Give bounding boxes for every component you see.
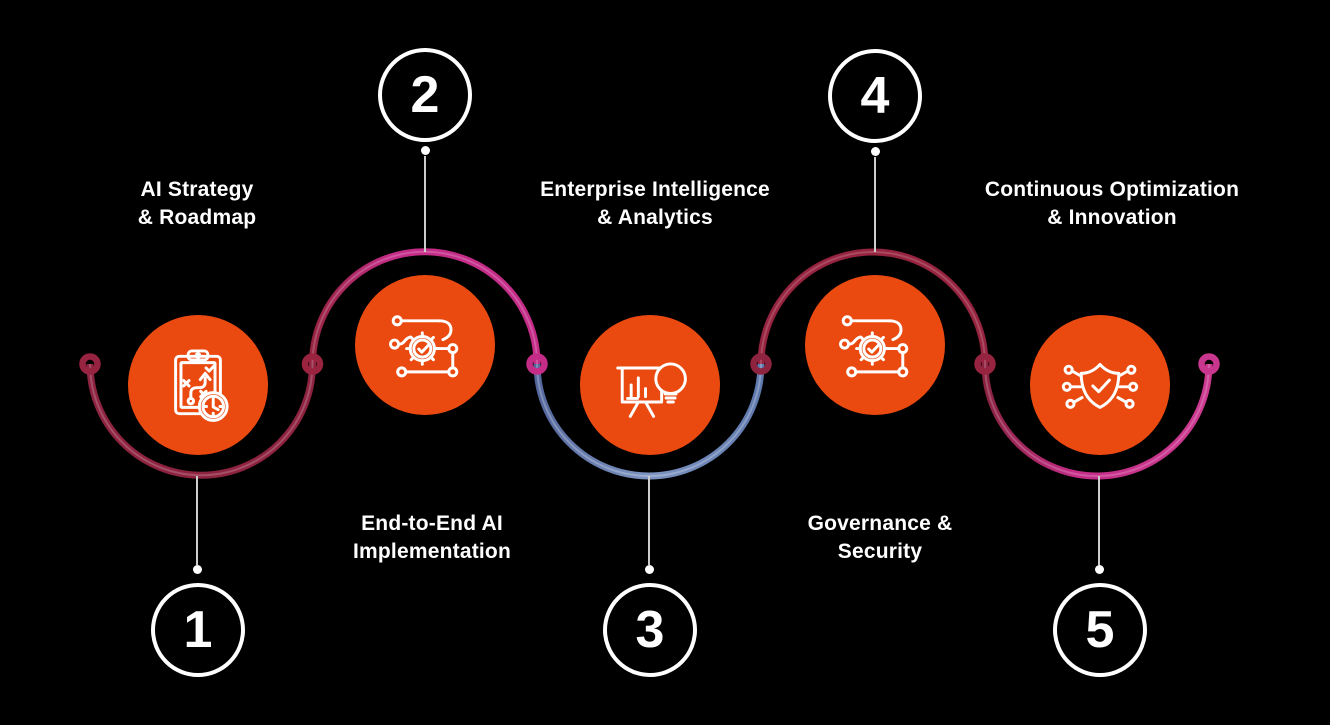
path-node-3-4 bbox=[750, 353, 772, 375]
step-2-number: 2 bbox=[410, 66, 440, 124]
arc-highlight-1 bbox=[89, 363, 314, 477]
step-2-icon-circle bbox=[355, 275, 495, 415]
step-3-connector-dot bbox=[645, 565, 654, 574]
shield-circuit-icon bbox=[1061, 362, 1139, 409]
step-3-label-line1: Enterprise Intelligence bbox=[540, 178, 770, 201]
arc-segment-5 bbox=[981, 363, 1213, 480]
process-gear-icon bbox=[839, 315, 909, 378]
step-3-number-circle: 3 bbox=[603, 583, 697, 677]
step-3-icon-circle bbox=[580, 315, 720, 455]
arc-highlight-4 bbox=[760, 251, 986, 365]
step-1-number: 1 bbox=[183, 601, 213, 659]
path-node-start bbox=[79, 353, 101, 375]
step-5-label: Continuous Optimization & Innovation bbox=[947, 176, 1277, 232]
arc-segment-1 bbox=[86, 363, 316, 479]
step-5-label-line2: & Innovation bbox=[1047, 206, 1177, 229]
step-2-label: End-to-End AI Implementation bbox=[267, 510, 597, 566]
arc-segment-4 bbox=[757, 248, 989, 365]
path-node-1-2 bbox=[301, 353, 324, 375]
step-5-connector-dot bbox=[1095, 565, 1104, 574]
step-1-icon-circle bbox=[128, 315, 268, 455]
step-4-connector-dot bbox=[871, 147, 880, 156]
step-5-connector-line bbox=[1098, 476, 1100, 565]
step-5-number-circle: 5 bbox=[1053, 583, 1147, 677]
step-1-connector-dot bbox=[193, 565, 202, 574]
step-5-icon-circle bbox=[1030, 315, 1170, 455]
step-1-label: AI Strategy & Roadmap bbox=[32, 176, 362, 232]
step-2-connector-dot bbox=[421, 146, 430, 155]
path-node-2-3 bbox=[526, 353, 548, 375]
step-1-label-line1: AI Strategy bbox=[140, 178, 254, 201]
step-5-number: 5 bbox=[1085, 601, 1115, 659]
step-4-label-line1: Governance & bbox=[807, 512, 953, 535]
step-4-number: 4 bbox=[860, 67, 890, 125]
step-3-number: 3 bbox=[635, 601, 665, 659]
step-4-icon-circle bbox=[805, 275, 945, 415]
step-2-label-line1: End-to-End AI bbox=[361, 512, 503, 535]
step-1-connector-line bbox=[196, 476, 198, 565]
step-4-connector-line bbox=[874, 157, 876, 252]
step-3-label: Enterprise Intelligence & Analytics bbox=[490, 176, 820, 232]
step-4-label-line2: Security bbox=[837, 540, 923, 563]
step-2-label-line2: Implementation bbox=[353, 540, 511, 563]
step-4-number-circle: 4 bbox=[828, 49, 922, 143]
path-node-4-5 bbox=[974, 353, 996, 375]
step-1-number-circle: 1 bbox=[151, 583, 245, 677]
step-1-label-line2: & Roadmap bbox=[137, 206, 257, 229]
step-3-label-line2: & Analytics bbox=[597, 206, 713, 229]
step-5-label-line1: Continuous Optimization bbox=[984, 178, 1240, 201]
path-node-end bbox=[1198, 353, 1220, 375]
analytics-presentation-icon bbox=[616, 362, 687, 418]
step-4-label: Governance & Security bbox=[715, 510, 1045, 566]
strategy-clipboard-clock-icon bbox=[174, 349, 229, 422]
arc-highlight-5 bbox=[984, 363, 1210, 477]
step-2-connector-line bbox=[424, 156, 426, 252]
step-2-number-circle: 2 bbox=[378, 48, 472, 142]
step-3-connector-line bbox=[648, 476, 650, 565]
process-gear-icon bbox=[389, 315, 459, 378]
